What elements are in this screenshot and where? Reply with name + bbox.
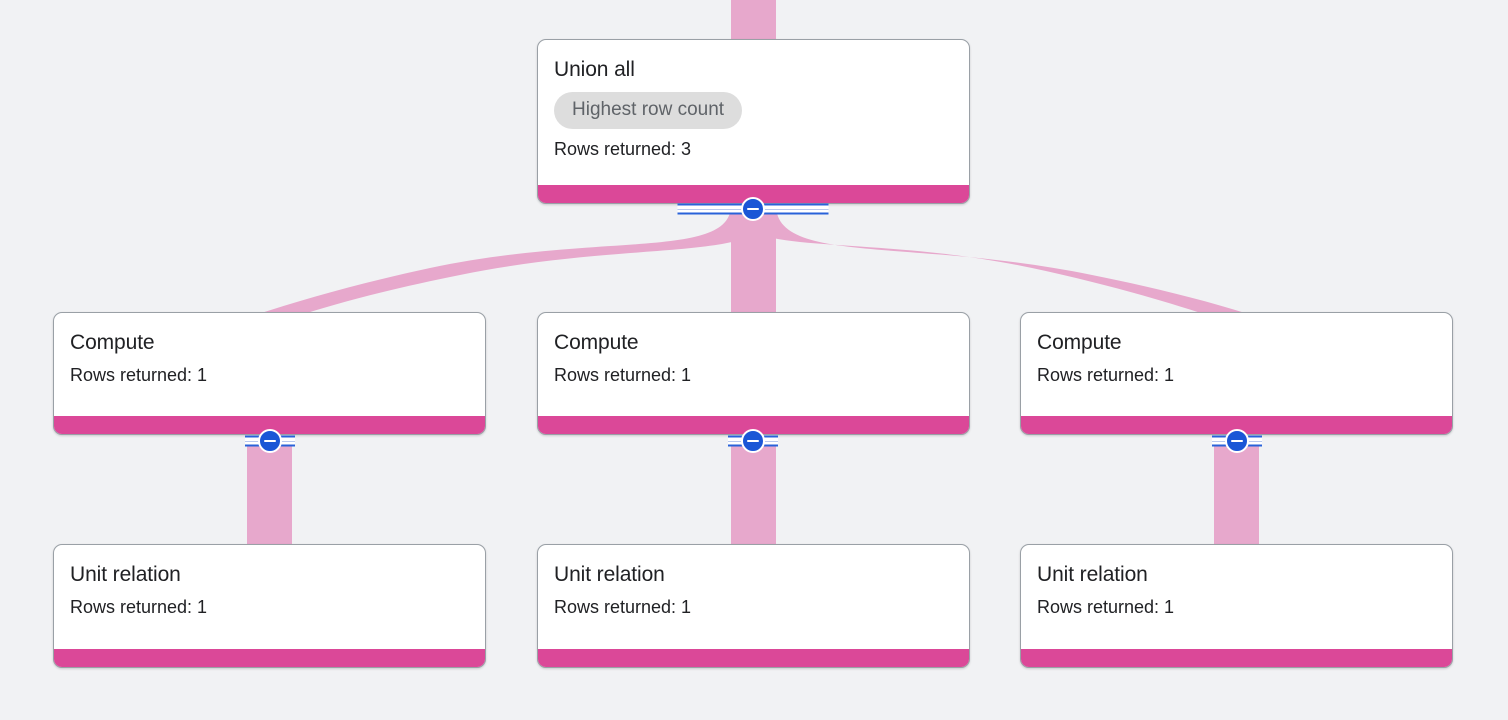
node-compute-1-title: Compute xyxy=(70,331,155,354)
node-compute-1-rows-returned: Rows returned: 1 xyxy=(70,365,208,385)
node-compute-3[interactable]: Compute Rows returned: 1 xyxy=(1020,312,1453,435)
node-union-all-body: Union all Highest row count Rows returne… xyxy=(538,40,969,185)
node-compute-1-accent-bar xyxy=(54,416,485,434)
node-compute-3-title: Compute xyxy=(1037,331,1122,354)
collapse-toggle-compute-2[interactable] xyxy=(728,429,778,453)
node-compute-2-title: Compute xyxy=(554,331,639,354)
node-unit-relation-1-accent-bar xyxy=(54,649,485,667)
minus-glyph xyxy=(264,440,276,442)
minus-circle-icon[interactable] xyxy=(1225,429,1249,453)
node-unit-relation-2-title: Unit relation xyxy=(554,563,665,586)
node-unit-relation-2-rows-returned: Rows returned: 1 xyxy=(554,597,692,617)
collapse-toggle-union-all[interactable] xyxy=(677,197,829,221)
node-unit-relation-1-title: Unit relation xyxy=(70,563,181,586)
node-union-all-title: Union all xyxy=(554,58,635,81)
node-unit-relation-1[interactable]: Unit relation Rows returned: 1 xyxy=(53,544,486,668)
node-union-all-rows-returned: Rows returned: 3 xyxy=(554,139,692,159)
node-compute-1-body: Compute Rows returned: 1 xyxy=(54,313,485,416)
node-compute-2-body: Compute Rows returned: 1 xyxy=(538,313,969,416)
node-compute-3-rows-returned: Rows returned: 1 xyxy=(1037,365,1175,385)
node-compute-3-body: Compute Rows returned: 1 xyxy=(1021,313,1452,416)
minus-circle-icon[interactable] xyxy=(741,429,765,453)
node-unit-relation-3[interactable]: Unit relation Rows returned: 1 xyxy=(1020,544,1453,668)
node-compute-2-rows-returned: Rows returned: 1 xyxy=(554,365,692,385)
node-union-all-badge: Highest row count xyxy=(554,92,743,129)
node-compute-3-accent-bar xyxy=(1021,416,1452,434)
node-unit-relation-3-accent-bar xyxy=(1021,649,1452,667)
minus-glyph xyxy=(747,208,759,210)
node-unit-relation-2[interactable]: Unit relation Rows returned: 1 xyxy=(537,544,970,668)
node-unit-relation-2-accent-bar xyxy=(538,649,969,667)
node-unit-relation-3-body: Unit relation Rows returned: 1 xyxy=(1021,545,1452,649)
minus-circle-icon[interactable] xyxy=(741,197,765,221)
node-unit-relation-3-rows-returned: Rows returned: 1 xyxy=(1037,597,1175,617)
node-unit-relation-2-body: Unit relation Rows returned: 1 xyxy=(538,545,969,649)
node-unit-relation-1-body: Unit relation Rows returned: 1 xyxy=(54,545,485,649)
minus-glyph xyxy=(747,440,759,442)
minus-circle-icon[interactable] xyxy=(258,429,282,453)
node-unit-relation-1-rows-returned: Rows returned: 1 xyxy=(70,597,208,617)
node-union-all-accent-bar xyxy=(538,185,969,203)
collapse-toggle-compute-3[interactable] xyxy=(1212,429,1262,453)
collapse-toggle-compute-1[interactable] xyxy=(245,429,295,453)
node-compute-1[interactable]: Compute Rows returned: 1 xyxy=(53,312,486,435)
node-union-all[interactable]: Union all Highest row count Rows returne… xyxy=(537,39,970,204)
minus-glyph xyxy=(1231,440,1243,442)
node-compute-2-accent-bar xyxy=(538,416,969,434)
node-unit-relation-3-title: Unit relation xyxy=(1037,563,1148,586)
